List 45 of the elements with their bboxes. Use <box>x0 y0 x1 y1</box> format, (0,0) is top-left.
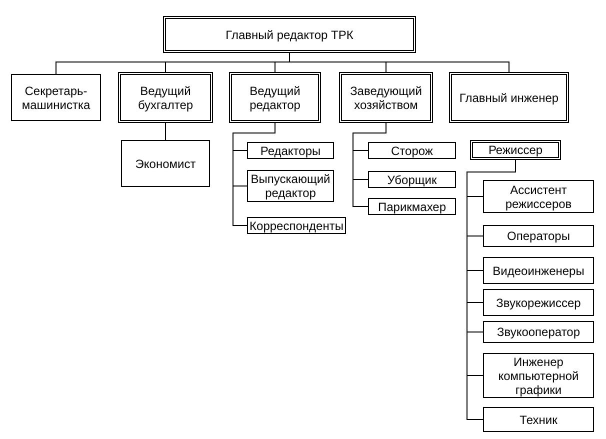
connector-line <box>352 122 386 207</box>
position-title: Звукооператор <box>496 325 580 339</box>
position-box <box>449 72 569 123</box>
position-title: Уборщик <box>387 172 437 186</box>
position-title: Главный инженер <box>459 90 559 104</box>
position-box <box>470 140 561 160</box>
position-box <box>339 72 433 123</box>
position-title: Техник <box>520 412 558 426</box>
connector-line <box>466 160 516 420</box>
position-box <box>229 72 321 123</box>
position-box <box>483 289 594 316</box>
position-title: Секретарь-машинистка <box>20 84 92 112</box>
position-title: Звукорежиссер <box>496 296 581 310</box>
connector-line <box>289 52 510 72</box>
position-title: Ассистент режиссеров <box>504 182 573 210</box>
position-box <box>483 407 594 432</box>
position-box <box>483 225 594 247</box>
position-box <box>118 72 213 123</box>
position-box <box>368 142 456 159</box>
position-box <box>247 142 334 159</box>
position-box <box>483 257 594 284</box>
position-box <box>483 180 594 213</box>
position-box <box>11 74 101 121</box>
position-title: Видеоинженеры <box>492 264 584 278</box>
position-title: Главный редактор ТРК <box>226 28 354 42</box>
connector-line <box>165 122 166 140</box>
position-title: Сторож <box>391 144 433 158</box>
position-title: Экономист <box>135 156 196 170</box>
position-title: Режиссер <box>488 143 543 157</box>
position-title: Редакторы <box>260 144 321 158</box>
position-title: Парикмахер <box>378 200 446 214</box>
connector-line <box>232 122 276 226</box>
position-box <box>483 353 594 398</box>
position-title: Инженер компьютерной графики <box>497 354 580 396</box>
position-title: Выпускающий редактор <box>250 172 332 200</box>
head-position-box <box>163 16 416 53</box>
position-title: Ведущий редактор <box>248 84 302 112</box>
position-box <box>121 140 210 187</box>
position-box <box>368 171 456 188</box>
position-title: Заведующий хозяйством <box>349 84 423 112</box>
position-title: Ведущий бухгалтер <box>136 84 194 112</box>
position-box <box>483 321 594 343</box>
position-box <box>368 198 456 215</box>
position-title: Операторы <box>507 229 570 243</box>
position-title: Корреспонденты <box>250 218 344 232</box>
